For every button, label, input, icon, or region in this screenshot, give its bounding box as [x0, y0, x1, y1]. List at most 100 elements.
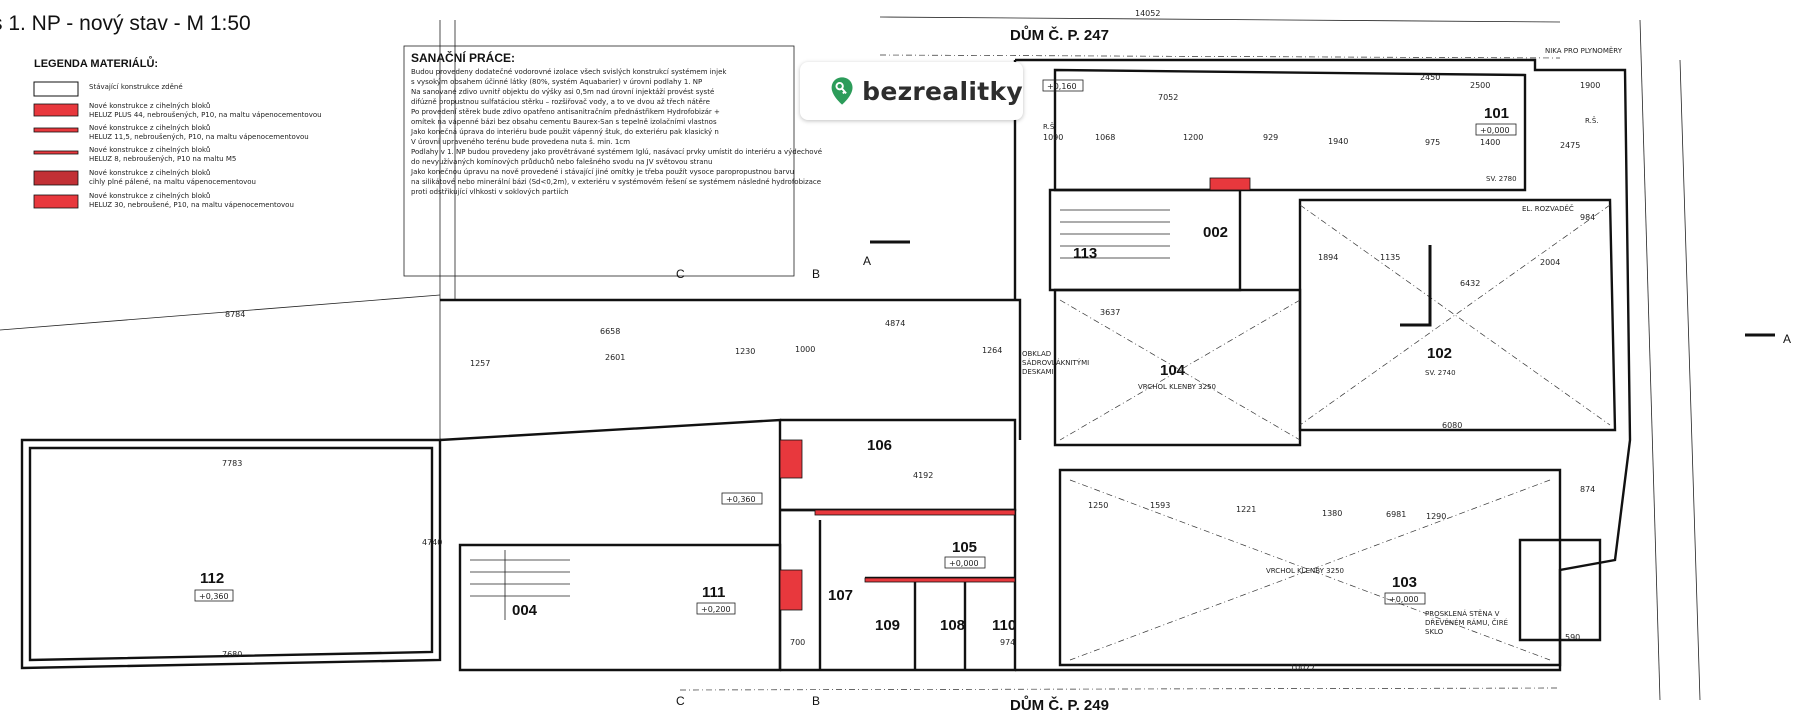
- dimension-label: 700: [790, 638, 805, 647]
- inspection-label: R.Š.: [1043, 122, 1057, 131]
- section-markers: C C B B A A: [676, 240, 1791, 708]
- legend-heading: LEGENDA MATERIÁLŮ:: [34, 56, 158, 70]
- dimension-label: 1900: [1580, 81, 1600, 90]
- cladding-note: SÁDROVLÁKNITÝMI: [1022, 358, 1089, 367]
- dimension-label: 6981: [1386, 510, 1406, 519]
- dimension-label: 14052: [1135, 9, 1160, 18]
- legend-item-label: Stávající konstrukce zděné: [89, 83, 183, 91]
- dimension-label: 4874: [885, 319, 905, 328]
- room-number: 108: [940, 617, 965, 634]
- room-number: 101: [1484, 105, 1509, 122]
- dimension-label: 8784: [225, 310, 245, 319]
- legend-item-label: Nové konstrukce z cihelných bloků: [89, 192, 210, 200]
- dimension-label: 1200: [1183, 133, 1203, 142]
- dimension-label: 1264: [982, 346, 1002, 355]
- dimension-label: 1090: [1043, 133, 1063, 142]
- clear-height-label: SV. 2740: [1425, 369, 1456, 377]
- dimension-label: 2450: [1420, 73, 1440, 82]
- brand-name: bezrealitky: [862, 76, 1023, 106]
- renovation-notes: SANAČNÍ PRÁCE: Budou provedeny dodatečné…: [403, 45, 822, 277]
- new-wall-segment: [1209, 177, 1251, 191]
- note-line: Budou provedeny dodatečné vodorovné izol…: [411, 68, 727, 76]
- legend-item-label: Nové konstrukce z cihelných bloků: [89, 124, 210, 132]
- electric-panel-label: EL. ROZVADĚČ: [1522, 204, 1574, 213]
- glass-wall-note: SKLO: [1425, 628, 1444, 636]
- dimension-labels: 7052 8784 6658 4874 7783 7680 4192 10077…: [222, 73, 1600, 672]
- staircase: [470, 209, 1170, 620]
- dimension-label: 975: [1425, 138, 1440, 147]
- section-a-label: A: [863, 254, 871, 268]
- legend-swatch-existing: [33, 81, 79, 97]
- room-number: 109: [875, 617, 900, 634]
- room-number: 104: [1160, 362, 1186, 379]
- dimension-label: 4740: [422, 538, 442, 547]
- bezrealitky-watermark: bezrealitky: [800, 62, 1023, 120]
- legend-swatch-heluz30: [33, 194, 79, 209]
- dimension-label: 1593: [1150, 501, 1170, 510]
- section-c-label: C: [676, 267, 685, 281]
- vault-height-label: VRCHOL KLENBY 3250: [1138, 383, 1216, 391]
- vault-height-label: VRCHOL KLENBY 3250: [1266, 567, 1344, 575]
- note-line: Jako konečnou úpravu na nově provedené i…: [410, 168, 794, 176]
- note-line: Podlahy v 1. NP budou provedeny jako pro…: [411, 148, 822, 156]
- new-wall-segment: [779, 569, 803, 611]
- room-number: 111: [702, 584, 725, 601]
- room-level: +0,000: [949, 559, 979, 568]
- dimension-label: 1221: [1236, 505, 1256, 514]
- dimension-label: 1250: [1088, 501, 1108, 510]
- dimension-label: 1290: [1426, 512, 1446, 521]
- dimension-label: 1380: [1322, 509, 1342, 518]
- dimension-label: 7052: [1158, 93, 1178, 102]
- dimension-label: 2004: [1540, 258, 1560, 267]
- notes-heading: SANAČNÍ PRÁCE:: [411, 50, 515, 65]
- dimension-label: 7680: [222, 650, 242, 659]
- section-a-label: A: [1783, 332, 1791, 346]
- dimension-label: 590: [1565, 633, 1580, 642]
- legend-item-label: HELUZ PLUS 44, nebroušených, P10, na mal…: [89, 111, 322, 119]
- dimension-label: 2601: [605, 353, 625, 362]
- dimension-label: 2475: [1560, 141, 1580, 150]
- dimension-label: 874: [1580, 485, 1595, 494]
- inspection-label: R.Š.: [1585, 116, 1599, 125]
- material-legend: LEGENDA MATERIÁLŮ: Stávající konstrukce …: [33, 56, 322, 209]
- room-number: 107: [828, 587, 853, 604]
- note-line: Po provedení stěrek bude zdivo opatřeno …: [411, 108, 720, 116]
- legend-item-label: HELUZ 11,5, nebroušených, P10, na maltu …: [89, 133, 309, 141]
- room-level: +0,000: [1389, 595, 1419, 604]
- note-line: s vysokým obsahem účinné látky (80%, sys…: [411, 78, 702, 86]
- dimension-label: 1230: [735, 347, 755, 356]
- cladding-note: OBKLAD: [1022, 350, 1051, 358]
- level-label: +0,160: [1047, 82, 1077, 91]
- legend-swatch-heluz44: [33, 103, 79, 117]
- neighbor-house-top: DŮM Č. P. 247: [1010, 25, 1109, 44]
- drawing-title: s 1. NP - nový stav - M 1:50: [0, 12, 251, 35]
- dimension-label: 6080: [1442, 421, 1462, 430]
- dimension-label: 4192: [913, 471, 933, 480]
- note-line: do nevyužívaných komínových průduchů neb…: [411, 158, 712, 166]
- note-line: proti odstřikující vlhkosti v soklových …: [411, 188, 569, 196]
- dimension-label: 1068: [1095, 133, 1115, 142]
- note-line: V úrovni upraveného terénu bude proveden…: [411, 138, 630, 146]
- room-number: 103: [1392, 574, 1417, 591]
- dimension-label: 7783: [222, 459, 242, 468]
- room-number: 112: [200, 570, 224, 587]
- room-level: +0,200: [701, 605, 731, 614]
- dimension-label: 3637: [1100, 308, 1120, 317]
- dimension-label: 6658: [600, 327, 620, 336]
- room-number: 102: [1427, 345, 1452, 362]
- note-line: omítek na vápenné bázi bez obsahu cement…: [411, 118, 717, 126]
- dimension-label: 1400: [1480, 138, 1500, 147]
- legend-swatch-brick: [33, 170, 79, 186]
- note-line: Na sanované zdivo uvnitř objektu do výšk…: [411, 88, 714, 96]
- note-line: na silikátové nebo minerální bázi (Sd<0,…: [411, 178, 821, 186]
- legend-item-label: cihly plné pálené, na maltu vápenocement…: [89, 178, 256, 186]
- legend-item-label: Nové konstrukce z cihelných bloků: [89, 146, 210, 154]
- dimension-label: 1257: [470, 359, 490, 368]
- new-wall-segment: [864, 577, 1016, 583]
- section-b-label: B: [812, 694, 820, 708]
- room-number: 105: [952, 539, 977, 556]
- room-number: 113: [1073, 245, 1097, 262]
- new-wall-segment: [779, 439, 803, 479]
- room-level: +0,000: [1480, 126, 1510, 135]
